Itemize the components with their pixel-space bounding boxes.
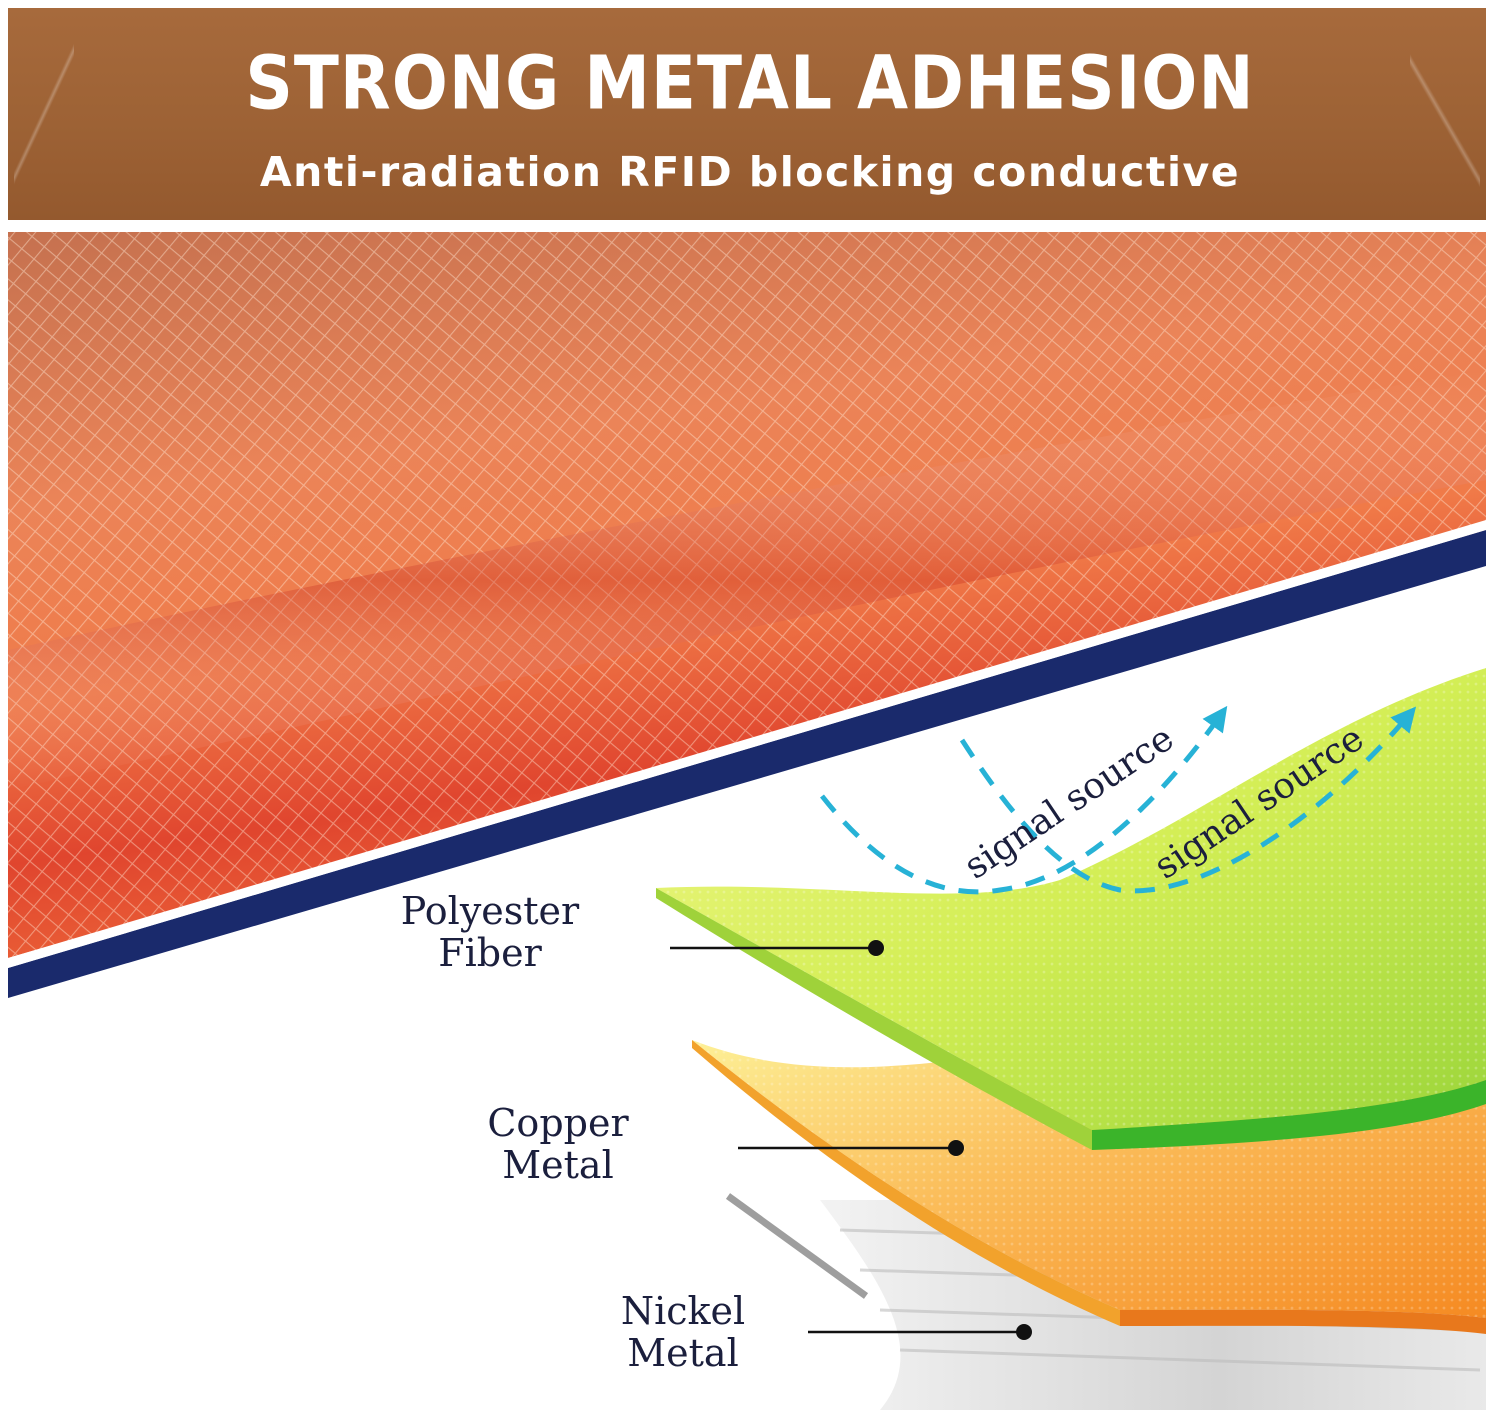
leader-line-copper bbox=[738, 1140, 964, 1156]
label-line: Copper bbox=[487, 1101, 629, 1145]
banner-decoration bbox=[14, 8, 74, 220]
banner-title: STRONG METAL ADHESION bbox=[245, 40, 1255, 127]
polyester-fiber-label: Polyester Fiber bbox=[390, 890, 590, 974]
label-line: Nickel bbox=[620, 1289, 746, 1333]
title-banner bbox=[8, 8, 1486, 220]
label-line: Metal bbox=[627, 1331, 739, 1375]
nickel-metal-label: Nickel Metal bbox=[608, 1290, 758, 1374]
rfid-fabric-photo bbox=[8, 232, 1486, 958]
banner-subtitle: Anti-radiation RFID blocking conductive bbox=[259, 148, 1241, 196]
label-line: Polyester bbox=[400, 889, 580, 933]
label-line: Fiber bbox=[438, 931, 542, 975]
leader-line-nickel bbox=[808, 1324, 1032, 1340]
divider-highlight bbox=[8, 520, 1486, 968]
polyester-fiber-layer bbox=[656, 668, 1486, 1150]
leader-line-polyester bbox=[670, 940, 884, 956]
label-line: Metal bbox=[502, 1143, 614, 1187]
banner-decoration bbox=[1410, 8, 1480, 220]
copper-metal-label: Copper Metal bbox=[478, 1102, 638, 1186]
signal-path-1 bbox=[820, 705, 1417, 895]
divider-stripe bbox=[8, 530, 1486, 998]
